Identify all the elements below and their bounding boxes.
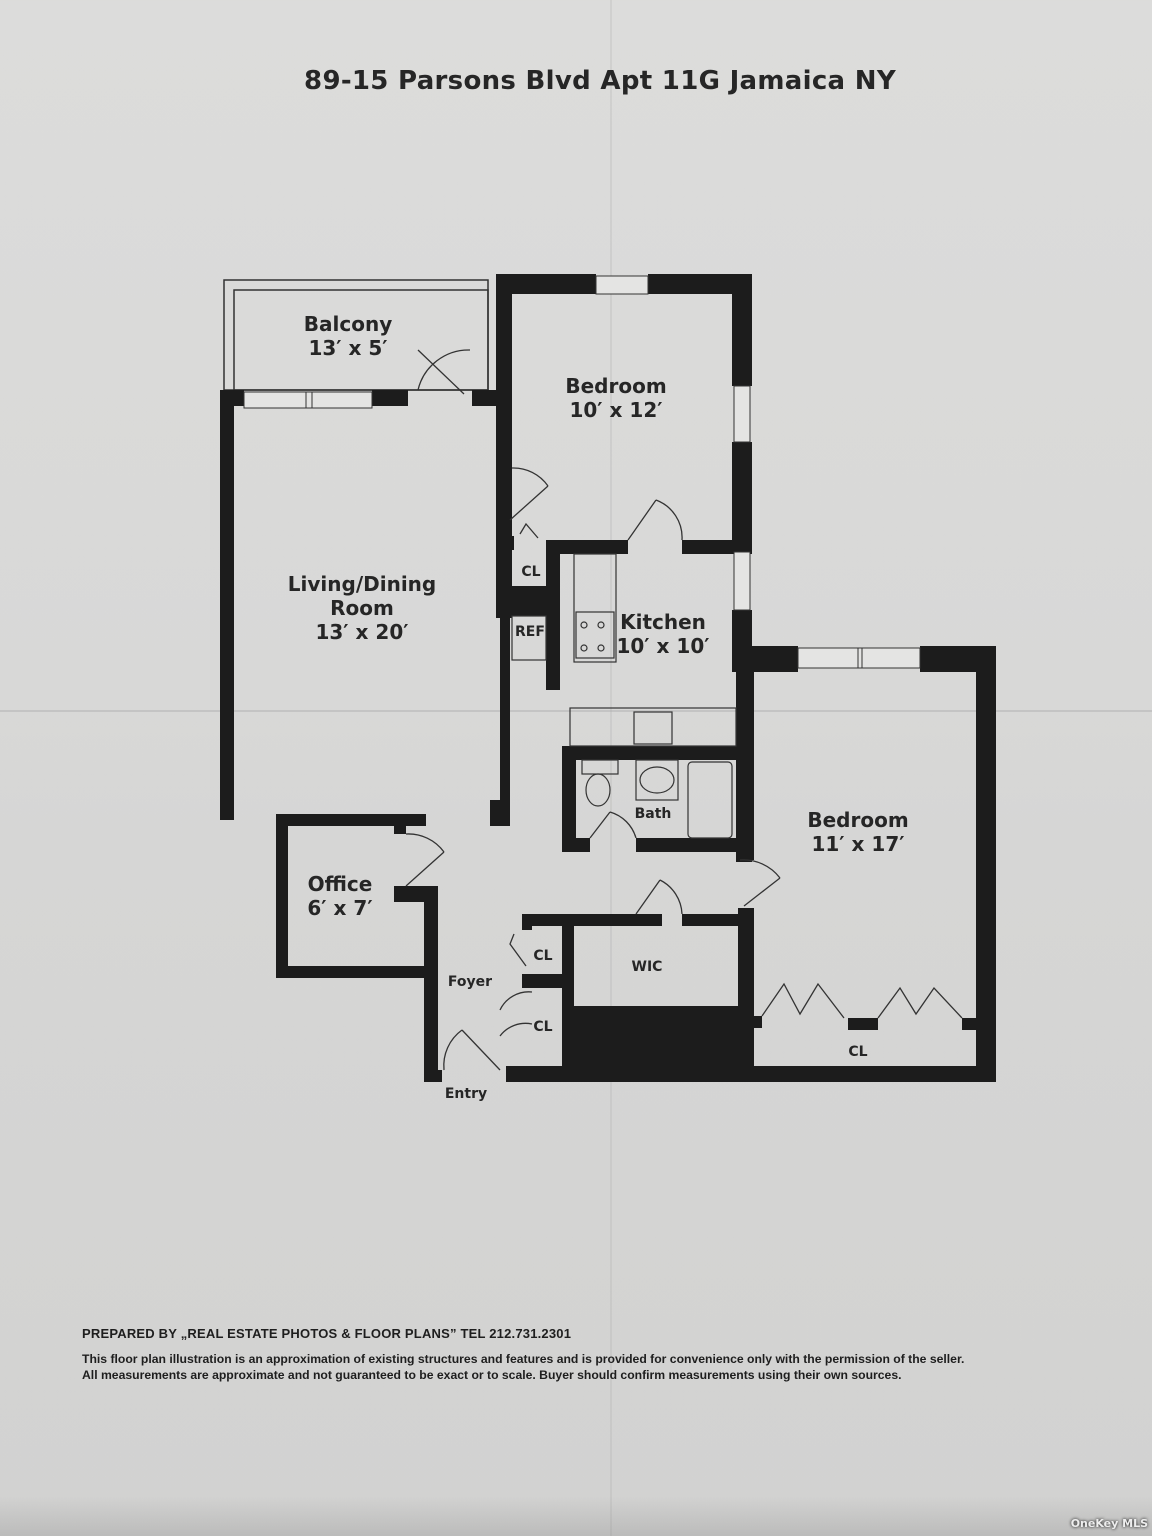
room-name-line2: Room <box>330 596 394 620</box>
room-size: 10′ x 12′ <box>569 398 663 422</box>
watermark: OneKey MLS <box>1070 1517 1148 1530</box>
room-label-kitchen: Kitchen 10′ x 10′ <box>608 610 718 658</box>
room-label-closet-foyer-1: CL <box>533 948 553 964</box>
room-label-ref: REF <box>515 624 545 640</box>
room-size: 10′ x 10′ <box>616 634 710 658</box>
room-name: Bedroom <box>807 808 909 832</box>
room-name: Balcony <box>303 312 393 336</box>
room-label-closet-bedroom-2: CL <box>848 1044 868 1060</box>
room-name: Office <box>307 872 373 896</box>
page-title: 89-15 Parsons Blvd Apt 11G Jamaica NY <box>304 66 896 96</box>
room-label-balcony: Balcony 13′ x 5′ <box>268 312 428 360</box>
disclaimer: This floor plan illustration is an appro… <box>82 1351 1142 1383</box>
room-label-closet-bedroom-1: CL <box>521 564 541 580</box>
room-label-bath: Bath <box>634 806 672 822</box>
windows <box>243 275 921 669</box>
photo-shadow <box>0 1496 1152 1536</box>
paper-fold-horizontal <box>0 710 1152 712</box>
room-size: 13′ x 20′ <box>315 620 409 644</box>
room-label-foyer: Foyer <box>447 974 493 990</box>
prepared-by: PREPARED BY „REAL ESTATE PHOTOS & FLOOR … <box>82 1326 572 1341</box>
kitchen-fixtures <box>511 553 737 747</box>
room-name-line1: Living/Dining <box>287 572 437 596</box>
room-name: Bedroom <box>565 374 667 398</box>
room-label-closet-foyer-2: CL <box>533 1019 553 1035</box>
balcony-outline <box>223 279 489 391</box>
disclaimer-line-2: All measurements are approximate and not… <box>82 1368 902 1382</box>
footer: PREPARED BY „REAL ESTATE PHOTOS & FLOOR … <box>82 1326 1142 1383</box>
bath-fixtures <box>581 759 733 839</box>
room-size: 6′ x 7′ <box>307 896 373 920</box>
door-swings <box>405 349 963 1071</box>
room-label-office: Office 6′ x 7′ <box>290 872 390 920</box>
room-label-bedroom-1: Bedroom 10′ x 12′ <box>536 374 696 422</box>
room-label-entry: Entry <box>444 1086 488 1102</box>
room-label-wic: WIC <box>631 959 663 975</box>
room-label-bedroom-2: Bedroom 11′ x 17′ <box>778 808 938 856</box>
disclaimer-line-1: This floor plan illustration is an appro… <box>82 1352 965 1366</box>
paper-fold-vertical <box>610 0 612 1536</box>
room-label-living-dining: Living/Dining Room 13′ x 20′ <box>262 572 462 644</box>
walls <box>220 274 996 1082</box>
room-size: 11′ x 17′ <box>811 832 905 856</box>
room-size: 13′ x 5′ <box>308 336 388 360</box>
room-name: Kitchen <box>620 610 706 634</box>
